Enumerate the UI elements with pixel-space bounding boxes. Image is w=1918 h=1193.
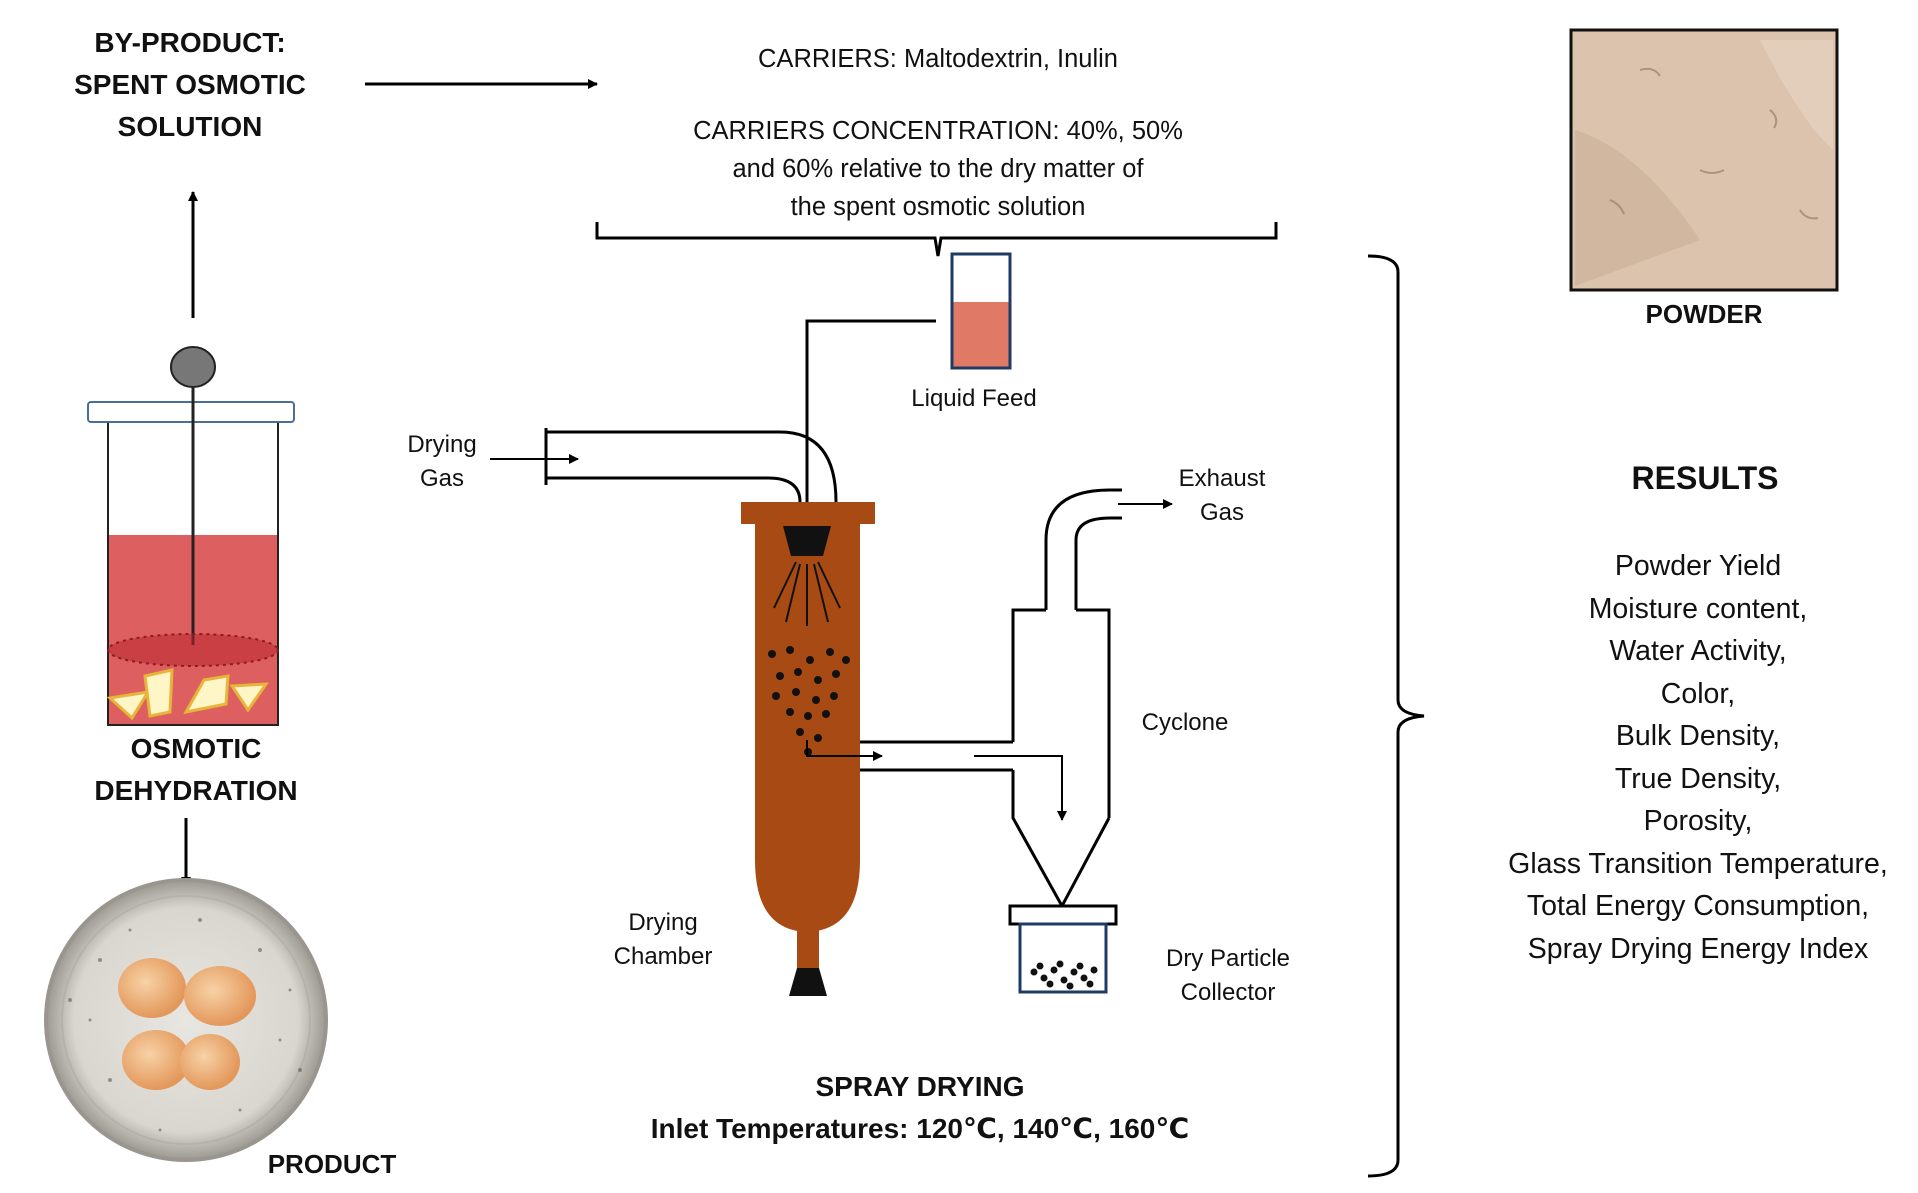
drying-chamber-label: Drying Chamber — [598, 906, 728, 974]
beaker-lid — [87, 401, 295, 423]
results-item: Spray Drying Energy Index — [1527, 932, 1869, 965]
drying-chamber — [755, 520, 860, 932]
results-item: Color, — [1660, 677, 1736, 710]
powder-image — [1569, 28, 1839, 292]
results-item: True Density, — [1614, 762, 1782, 795]
exhaust-gas-line2: Gas — [1199, 499, 1244, 526]
stirrer-knob — [170, 346, 216, 388]
drying-chamber-line1: Drying — [628, 909, 698, 936]
feed-pipe — [805, 319, 936, 532]
cyclone-body — [1011, 608, 1111, 910]
byproduct-line2: SPENT OSMOTIC — [74, 69, 306, 100]
powder-label: POWDER — [1645, 299, 1763, 329]
liquid-feed-label: Liquid Feed — [911, 385, 1037, 412]
product-dish — [44, 878, 328, 1162]
fruit-pieces — [106, 668, 269, 721]
collected-particles — [1030, 960, 1098, 990]
chamber-outlet — [789, 968, 827, 996]
drying-chamber-line2: Chamber — [613, 943, 713, 970]
carriers-text: CARRIERS: Maltodextrin, Inulin CARRIERS … — [600, 40, 1276, 226]
results-item: Bulk Density, — [1615, 720, 1781, 752]
results-item: Water Activity, — [1609, 635, 1787, 667]
exhaust-gas-label: Exhaust Gas — [1172, 462, 1272, 530]
results-item: Glass Transition Temperature, — [1508, 847, 1888, 880]
collector-line1: Dry Particle — [1165, 945, 1291, 972]
carriers-line1: CARRIERS: Maltodextrin, Inulin — [758, 45, 1118, 73]
osmotic-dehydration-label: OSMOTIC DEHYDRATION — [58, 728, 334, 812]
spray-droplets — [768, 646, 850, 756]
carriers-line3: and 60% relative to the dry matter of — [732, 155, 1144, 183]
exhaust-pipe-inner — [1074, 516, 1122, 610]
byproduct-label: BY-PRODUCT: SPENT OSMOTIC SOLUTION — [52, 22, 328, 148]
collector-label: Dry Particle Collector — [1148, 942, 1308, 1010]
results-item: Porosity, — [1643, 805, 1753, 837]
drying-gas-label: Drying Gas — [392, 428, 492, 496]
results-item: Moisture content, — [1588, 592, 1808, 625]
collector-lid — [1008, 904, 1118, 926]
byproduct-line3: SOLUTION — [117, 111, 263, 142]
results-item: Total Energy Consumption, — [1526, 890, 1870, 922]
exhaust-gas-line1: Exhaust — [1178, 465, 1266, 492]
osmotic-line1: OSMOTIC — [130, 733, 262, 764]
carriers-brace — [595, 222, 1278, 257]
results-title: RESULTS — [1631, 460, 1779, 496]
osmotic-line2: DEHYDRATION — [94, 775, 298, 806]
carriers-line4: the spent osmotic solution — [790, 193, 1086, 221]
inlet-temperatures: Inlet Temperatures: 120℃, 140℃, 160℃ — [650, 1113, 1190, 1144]
byproduct-line1: BY-PRODUCT: — [94, 27, 286, 58]
atomizer-nozzle — [783, 526, 831, 556]
results-list: Powder Yield Moisture content, Water Act… — [1478, 545, 1918, 970]
spray-dryer — [490, 252, 1173, 996]
exhaust-pipe-outer — [1044, 488, 1122, 610]
particle-flow-arrow — [806, 740, 883, 761]
carriers-line2: CARRIERS CONCENTRATION: 40%, 50% — [693, 117, 1183, 145]
osmotic-beaker — [87, 346, 295, 726]
results-item: Powder Yield — [1614, 550, 1782, 582]
stirrer-mesh — [107, 633, 279, 667]
product-label: PRODUCT — [267, 1149, 397, 1179]
cyclone-inlet-arrow — [974, 755, 1067, 821]
spray-drying-heading: SPRAY DRYING — [815, 1071, 1025, 1102]
drying-gas-line2: Gas — [419, 465, 464, 492]
chamber-rim — [741, 502, 875, 524]
feed-liquid — [952, 302, 1010, 368]
feed-tube — [950, 252, 1012, 370]
cyclone-label: Cyclone — [1141, 709, 1229, 736]
collector-line2: Collector — [1180, 979, 1276, 1006]
gas-duct-upper — [546, 430, 838, 503]
drying-gas-line1: Drying — [407, 431, 477, 458]
spray-drying-title: SPRAY DRYING Inlet Temperatures: 120℃, 1… — [560, 1066, 1280, 1150]
collector-jar — [1018, 922, 1108, 994]
gas-duct-lower — [546, 476, 802, 503]
spray-lines — [773, 561, 841, 626]
results-bracket — [1367, 254, 1425, 1178]
